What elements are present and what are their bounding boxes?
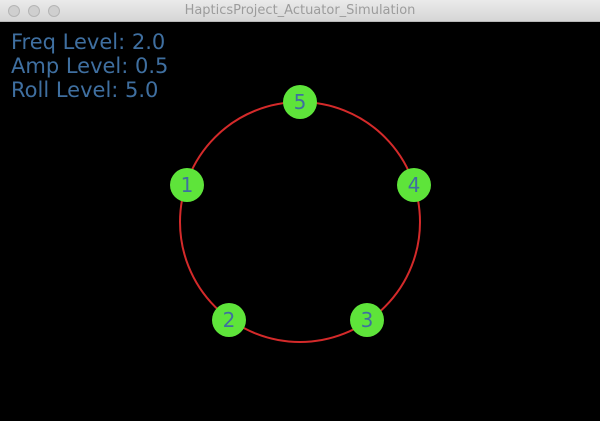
actuator-ring: [179, 101, 421, 343]
actuator-1-node[interactable]: [170, 168, 204, 202]
freq-level-text: Freq Level: 2.0: [11, 30, 166, 54]
actuator-3[interactable]: 3: [350, 303, 384, 337]
window-title: HapticsProject_Actuator_Simulation: [184, 3, 416, 18]
actuator-1-label: 1: [181, 173, 194, 197]
simulation-canvas[interactable]: 1 2 3 4 5 Freq Level: 2.0 Amp Level: 0.5: [0, 22, 600, 421]
actuator-4-label: 4: [408, 173, 421, 197]
actuator-3-label: 3: [361, 308, 374, 332]
actuator-2-node[interactable]: [212, 303, 246, 337]
actuator-3-node[interactable]: [350, 303, 384, 337]
actuator-2-label: 2: [223, 308, 236, 332]
amp-level-text: Amp Level: 0.5: [11, 54, 169, 78]
close-icon[interactable]: [8, 5, 20, 17]
actuator-diagram: 1 2 3 4 5: [170, 85, 431, 343]
actuator-1[interactable]: 1: [170, 168, 204, 202]
maximize-icon[interactable]: [48, 5, 60, 17]
actuator-4[interactable]: 4: [397, 168, 431, 202]
level-readout: Freq Level: 2.0 Amp Level: 0.5 Roll Leve…: [11, 30, 168, 102]
actuator-5-node[interactable]: [283, 85, 317, 119]
actuator-5-label: 5: [294, 90, 307, 114]
actuator-4-node[interactable]: [397, 168, 431, 202]
roll-level-text: Roll Level: 5.0: [11, 78, 159, 102]
minimize-icon[interactable]: [28, 5, 40, 17]
actuator-5[interactable]: 5: [283, 85, 317, 119]
title-bar[interactable]: HapticsProject_Actuator_Simulation: [0, 0, 600, 22]
actuator-2[interactable]: 2: [212, 303, 246, 337]
